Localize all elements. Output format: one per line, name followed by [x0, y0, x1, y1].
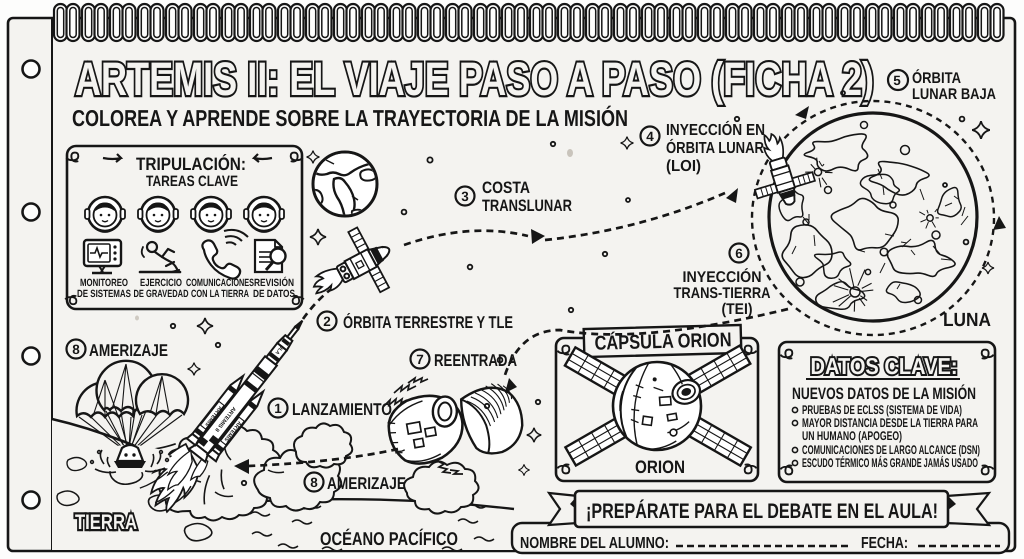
- svg-text:¡PREPÁRATE PARA EL DEBATE EN E: ¡PREPÁRATE PARA EL DEBATE EN EL AULA!: [586, 499, 938, 523]
- svg-text:LUNAR BAJA: LUNAR BAJA: [912, 86, 996, 103]
- svg-text:DATOS CLAVE:: DATOS CLAVE:: [811, 353, 958, 379]
- svg-text:TRANSLUNAR: TRANSLUNAR: [482, 197, 572, 215]
- svg-text:ORION: ORION: [635, 457, 685, 477]
- svg-text:ARTEMIS II: EL VIAJE PASO A PA: ARTEMIS II: EL VIAJE PASO A PASO (FICHA …: [75, 52, 874, 105]
- svg-text:REENTRADA: REENTRADA: [434, 351, 517, 370]
- svg-text:4: 4: [646, 129, 654, 144]
- svg-text:DE SISTEMAS: DE SISTEMAS: [77, 288, 131, 300]
- svg-text:6: 6: [735, 246, 743, 261]
- svg-text:OCÉANO PACÍFICO: OCÉANO PACÍFICO: [320, 528, 458, 549]
- svg-text:NOMBRE DEL ALUMNO:: NOMBRE DEL ALUMNO:: [520, 535, 669, 552]
- svg-text:CÁPSULA ORION: CÁPSULA ORION: [594, 328, 732, 355]
- svg-text:TRANS-TIERRA: TRANS-TIERRA: [674, 285, 771, 302]
- svg-text:ULA: ULA: [273, 344, 284, 356]
- svg-text:COMUNICACIONES: COMUNICACIONES: [186, 277, 254, 289]
- svg-text:7: 7: [416, 352, 424, 367]
- svg-text:LANZAMIENTO: LANZAMIENTO: [292, 400, 392, 419]
- svg-text:TAREAS CLAVE: TAREAS CLAVE: [146, 173, 238, 190]
- svg-text:COMUNICACIONES DE LARGO ALCANC: COMUNICACIONES DE LARGO ALCANCE (DSN): [802, 443, 980, 457]
- svg-text:1: 1: [274, 401, 282, 416]
- svg-text:2: 2: [323, 314, 331, 329]
- svg-text:FECHA:: FECHA:: [861, 535, 908, 552]
- svg-text:3: 3: [461, 189, 469, 204]
- svg-text:COLOREA Y APRENDE SOBRE LA TRA: COLOREA Y APRENDE SOBRE LA TRAYECTORIA D…: [72, 105, 628, 131]
- svg-text:5: 5: [893, 73, 901, 88]
- svg-text:TRIPULACIÓN:: TRIPULACIÓN:: [136, 154, 246, 174]
- svg-text:REVISIÓN: REVISIÓN: [254, 276, 294, 289]
- svg-text:COSTA: COSTA: [482, 179, 530, 197]
- svg-text:MONITOREO: MONITOREO: [80, 277, 128, 289]
- svg-text:LUNA: LUNA: [943, 310, 991, 331]
- svg-text:MAYOR DISTANCIA DESDE LA TIERR: MAYOR DISTANCIA DESDE LA TIERRA PARA: [802, 416, 978, 430]
- svg-text:ESCUDO TÉRMICO MÁS GRANDE JAMÁ: ESCUDO TÉRMICO MÁS GRANDE JAMÁS USADO: [802, 455, 978, 470]
- svg-text:AMERIZAJE: AMERIZAJE: [327, 474, 406, 493]
- svg-text:(LOI): (LOI): [666, 158, 701, 175]
- svg-text:NUEVOS DATOS DE LA MISIÓN: NUEVOS DATOS DE LA MISIÓN: [792, 384, 976, 403]
- svg-text:8: 8: [310, 475, 318, 490]
- svg-text:CON LA TIERRA: CON LA TIERRA: [191, 288, 249, 300]
- svg-text:ÓRBITA LUNAR: ÓRBITA LUNAR: [666, 138, 764, 157]
- svg-text:INYECCIÓN EN: INYECCIÓN EN: [666, 120, 765, 139]
- svg-text:DE DATOS: DE DATOS: [253, 288, 295, 300]
- svg-text:(TEI): (TEI): [722, 301, 753, 318]
- svg-text:AMERIZAJE: AMERIZAJE: [89, 341, 168, 360]
- svg-text:DE GRAVEDAD: DE GRAVEDAD: [134, 288, 189, 300]
- svg-text:EJERCICIO: EJERCICIO: [140, 277, 182, 289]
- svg-text:PRUEBAS DE ECLSS (SISTEMA DE V: PRUEBAS DE ECLSS (SISTEMA DE VIDA): [802, 403, 962, 417]
- svg-text:UN HUMANO (APOGEO): UN HUMANO (APOGEO): [802, 429, 902, 443]
- svg-text:TIERRA: TIERRA: [75, 511, 137, 534]
- svg-text:INYECCIÓN: INYECCIÓN: [683, 268, 762, 286]
- svg-text:ÓRBITA: ÓRBITA: [912, 69, 961, 87]
- svg-text:8: 8: [72, 342, 80, 357]
- svg-text:ÓRBITA TERRESTRE Y TLE: ÓRBITA TERRESTRE Y TLE: [343, 312, 513, 332]
